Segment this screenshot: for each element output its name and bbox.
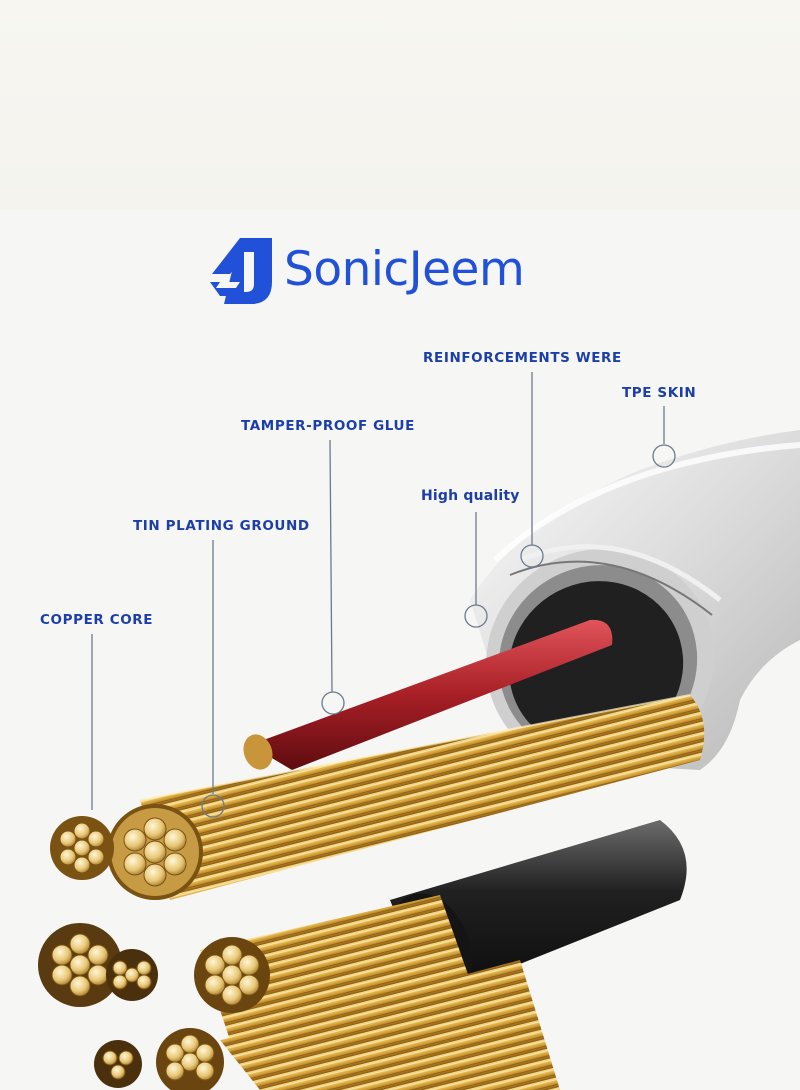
brand-name: SonicJeem (284, 242, 525, 297)
callout-copper-core: COPPER CORE (40, 612, 154, 628)
background-top (0, 0, 800, 210)
callout-tpe-skin: TPE SKIN (622, 385, 697, 401)
callout-tin-plating-ground: TIN PLATING GROUND (133, 518, 310, 534)
callout-high-quality: High quality (421, 488, 520, 504)
marker-high-quality (464, 604, 488, 628)
marker-tamper-proof-glue (321, 691, 345, 715)
marker-tin-plating-ground (201, 794, 225, 818)
cable-jacket (470, 430, 800, 772)
red-wire (243, 619, 613, 770)
gold-conductor-lower (200, 895, 560, 1090)
brand-mark-icon (210, 238, 272, 304)
strand-ends (38, 804, 270, 1090)
marker-tpe-skin (652, 444, 676, 468)
brand-logo: SonicJeem (210, 236, 570, 308)
leader-tamper-proof-glue (329, 439, 333, 693)
callout-tamper-proof-glue: TAMPER-PROOF GLUE (241, 418, 415, 434)
gold-conductor (139, 694, 705, 900)
callout-reinforcements: REINFORCEMENTS WERE (423, 350, 622, 366)
marker-reinforcements (520, 544, 544, 568)
leader-lines (91, 372, 676, 818)
